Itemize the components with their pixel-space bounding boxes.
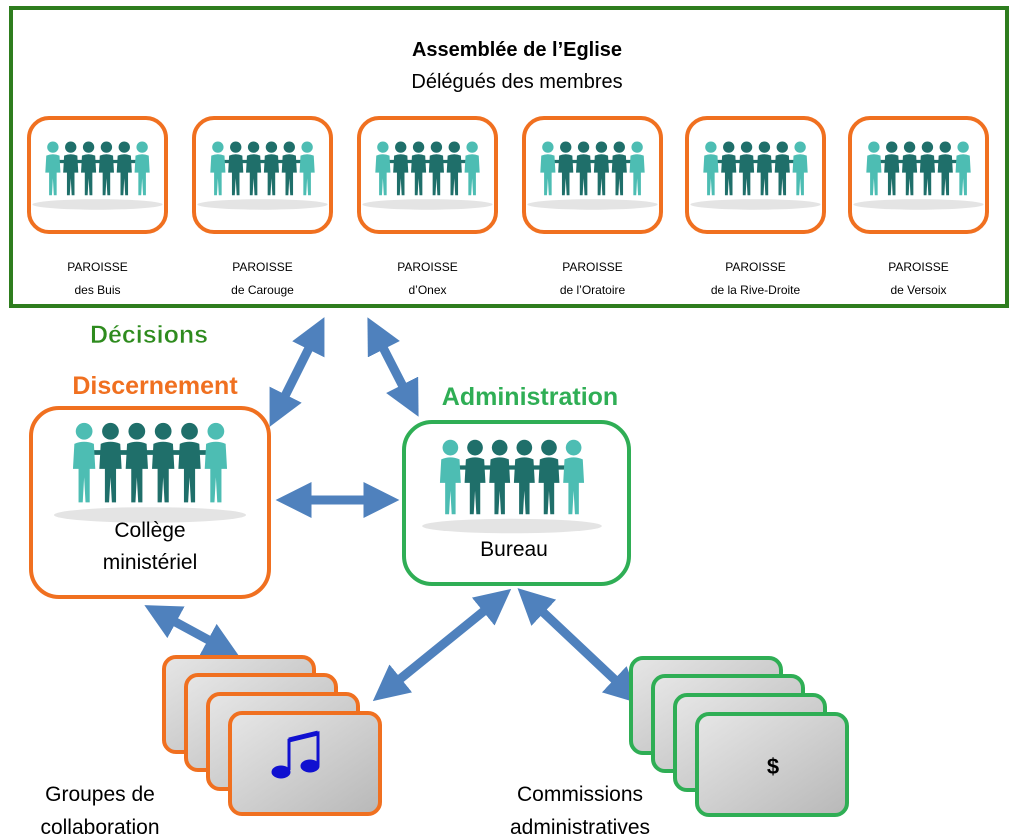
bureau-people-icon [422, 439, 602, 534]
parish-label-line2: des Buis [74, 283, 120, 297]
arrow-bureau-commissions [517, 588, 641, 704]
parish-label-line2: d’Onex [408, 283, 446, 297]
parish-label-line1: PAROISSE [397, 260, 457, 274]
parish-label-line2: de Versoix [890, 283, 946, 297]
commissions-label-line1: Commissions [517, 783, 643, 806]
arrow-college-assembly [269, 317, 325, 427]
parish-people-icon [32, 141, 163, 210]
commissions-card [695, 712, 849, 817]
parish-people-icon [690, 141, 821, 210]
parish-people-icon [362, 141, 493, 210]
college-label-line2: ministériel [103, 551, 198, 574]
bureau-label: Bureau [480, 538, 548, 561]
parish-people-icon [197, 141, 328, 210]
commissions-card-stack: $ [629, 656, 849, 817]
parish-card: PAROISSE de Versoix [848, 116, 989, 297]
parish-label-line1: PAROISSE [67, 260, 127, 274]
parish-label-line2: de la Rive-Droite [711, 283, 801, 297]
assembly-title: Assemblée de l’Eglise [412, 39, 622, 61]
dollar-icon: $ [767, 754, 779, 779]
college-people-icon [53, 422, 247, 523]
parish-people-icon [527, 141, 658, 210]
college-label-line1: Collège [114, 519, 185, 542]
parish-label-line1: PAROISSE [562, 260, 622, 274]
music-note-icon [271, 730, 320, 779]
commissions-label-line2: administratives [510, 816, 650, 838]
parish-card: PAROISSE de Carouge [192, 116, 333, 297]
arrow-assembly-bureau [367, 317, 419, 417]
parish-label-line1: PAROISSE [888, 260, 948, 274]
arrow-bureau-groups [372, 588, 512, 702]
parish-card: PAROISSE de l’Oratoire [522, 116, 663, 297]
arrow-college-groups [144, 605, 240, 657]
parish-card: PAROISSE de la Rive-Droite [685, 116, 826, 297]
parish-label-line1: PAROISSE [725, 260, 785, 274]
groups-label-line2: collaboration [40, 816, 159, 838]
label-discernement: Discernement [72, 372, 238, 400]
parish-label-line2: de l’Oratoire [560, 283, 626, 297]
label-administration: Administration [442, 383, 618, 411]
assembly-box [9, 6, 1009, 308]
arrows [144, 317, 641, 704]
parish-label-line1: PAROISSE [232, 260, 292, 274]
parish-card: PAROISSE des Buis [27, 116, 168, 297]
groups-card-stack [162, 655, 382, 816]
assembly-subtitle: Délégués des membres [411, 71, 622, 93]
label-decisions: Décisions [90, 321, 208, 349]
groups-label-line1: Groupes de [45, 783, 155, 806]
parish-label-line2: de Carouge [231, 283, 294, 297]
parish-people-icon [853, 141, 984, 210]
parish-card: PAROISSE d’Onex [357, 116, 498, 297]
